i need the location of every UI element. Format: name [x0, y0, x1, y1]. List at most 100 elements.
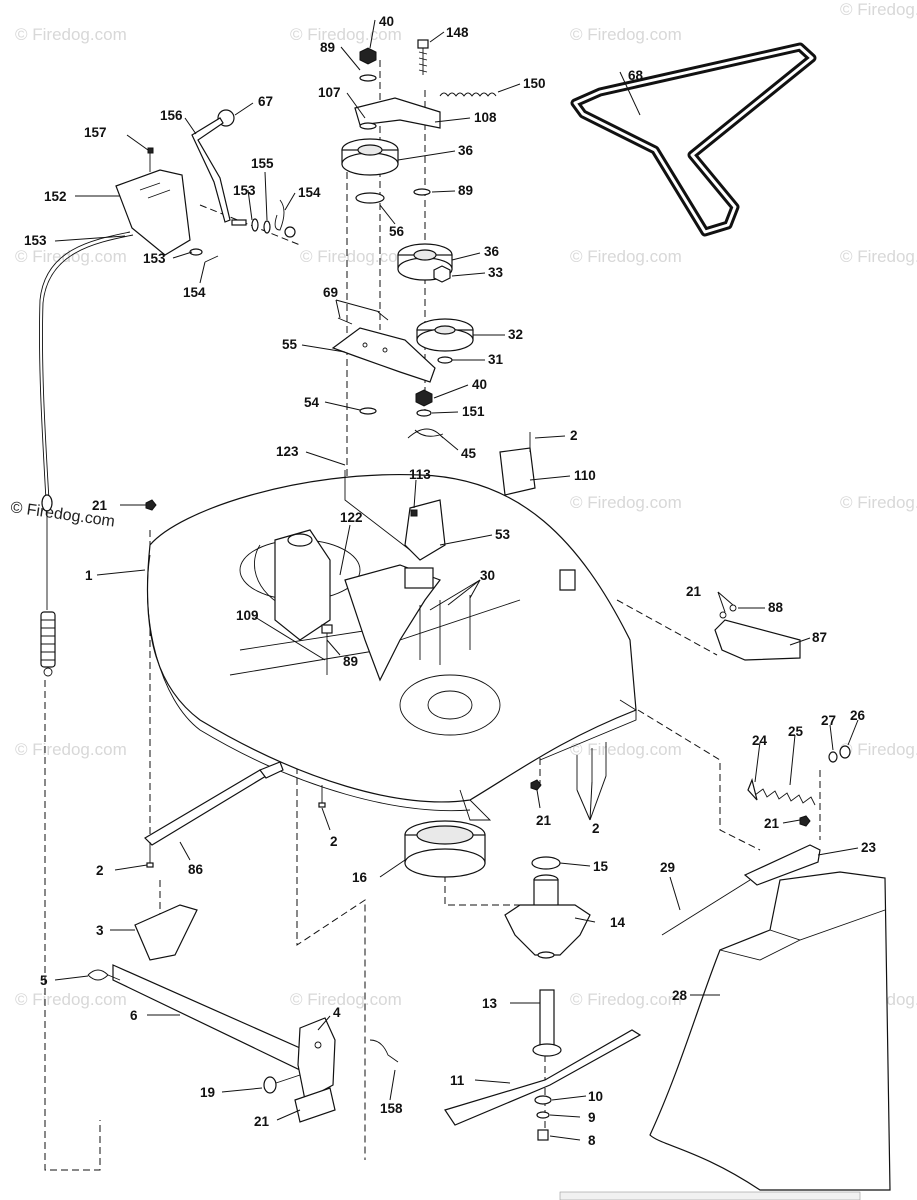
watermark: © Firedog.com	[570, 247, 682, 266]
watermark: © Firedog.com	[840, 247, 917, 266]
callout-28: 27	[821, 713, 836, 728]
callout-24: 24	[752, 733, 768, 748]
callout-155: 154	[298, 185, 321, 200]
callout-23: 23	[861, 840, 877, 855]
callout-109: 109	[236, 608, 259, 623]
callout-154: 154	[183, 285, 206, 300]
callout-11: 11	[450, 1073, 465, 1088]
callout-107: 107	[318, 85, 341, 100]
watermark: © Firedog.com	[15, 247, 127, 266]
callout-27: 28	[672, 988, 688, 1003]
callout-13: 13	[482, 996, 498, 1011]
callout-123: 123	[276, 444, 299, 459]
rod-123	[344, 470, 411, 551]
callout-151: 152	[44, 189, 67, 204]
callout-108: 108	[474, 110, 497, 125]
callout-2: 2	[570, 428, 578, 443]
callout-157: 156	[160, 108, 183, 123]
mower-deck	[146, 447, 637, 821]
edge-stub	[559, 1191, 861, 1200]
callout-14: 14	[610, 915, 626, 930]
callout-10: 10	[588, 1089, 603, 1104]
callout-19: 19	[200, 1085, 215, 1100]
callout-110: 110	[574, 468, 596, 483]
callout-150: 151	[462, 404, 485, 419]
callout-45: 45	[461, 446, 477, 461]
watermark: © Firedog.com	[15, 25, 127, 44]
callout-6: 6	[130, 1008, 138, 1023]
watermark: © Firedog.com	[570, 990, 682, 1009]
callout-36: 36	[458, 143, 474, 158]
callout-labels: 40 148 89 150 107 108 36 89 56 36 33 32 …	[24, 14, 877, 1148]
watermark: © Firedog.com	[300, 247, 412, 266]
callout-67: 67	[258, 94, 273, 109]
callout-87: 87	[812, 630, 827, 645]
callout-148: 150	[523, 76, 546, 91]
callout-1: 1	[85, 568, 93, 583]
callout-40: 40	[379, 14, 394, 29]
watermark: © Firedog.com	[840, 493, 917, 512]
idler-stack	[331, 39, 497, 439]
lift-linkage	[87, 761, 399, 1123]
callout-55: 55	[282, 337, 298, 352]
small-hardware	[145, 432, 607, 868]
callout-122: 122	[340, 510, 363, 525]
callout-69: 69	[323, 285, 338, 300]
callout-68: 68	[628, 68, 644, 83]
callout-88: 88	[768, 600, 784, 615]
callout-29: 29	[660, 860, 675, 875]
callout-3: 3	[96, 923, 104, 938]
callout-152: 153	[24, 233, 47, 248]
watermark: © Firedog.com	[570, 740, 682, 759]
callout-40: 40	[472, 377, 487, 392]
callout-86: 86	[188, 862, 204, 877]
spindle-assembly	[444, 856, 642, 1141]
belt-68	[570, 42, 817, 237]
watermark: © Firedog.com	[840, 740, 917, 759]
watermark: © Firedog.com	[15, 740, 127, 759]
watermark: © Firedog.com	[290, 25, 402, 44]
callout-153: 153	[143, 251, 166, 266]
callout-113: 113	[409, 467, 431, 482]
callout-16: 16	[352, 870, 368, 885]
callout-21: 21	[254, 1114, 270, 1129]
callout-56: 56	[389, 224, 405, 239]
callout-21: 21	[764, 816, 780, 831]
callout-153: 153	[233, 183, 256, 198]
callout-156: 155	[251, 156, 274, 171]
callout-89: 89	[320, 40, 335, 55]
callout-54: 54	[304, 395, 320, 410]
callout-25: 25	[788, 724, 804, 739]
callout-15: 15	[593, 859, 609, 874]
callout-4: 4	[333, 1005, 341, 1020]
watermark: © Firedog.com	[15, 990, 127, 1009]
callout-2: 2	[96, 863, 104, 878]
watermark: © Firedog.com	[840, 0, 917, 19]
callout-89: 89	[458, 183, 473, 198]
callout-21: 21	[686, 584, 702, 599]
callout-2: 2	[592, 821, 600, 836]
callout-21: 21	[92, 498, 108, 513]
right-parts	[649, 604, 891, 1191]
callout-158: 157	[84, 125, 107, 140]
callout-leaders	[54, 19, 859, 1141]
callout-26: 26	[850, 708, 866, 723]
callout-146: 148	[446, 25, 469, 40]
watermark: © Firedog.com	[570, 493, 682, 512]
callout-2: 2	[330, 834, 338, 849]
callout-30: 30	[480, 568, 495, 583]
callout-5: 5	[40, 973, 48, 988]
callout-9: 9	[588, 1110, 596, 1125]
callout-32: 32	[508, 327, 523, 342]
callout-31: 31	[488, 352, 504, 367]
callout-53: 53	[495, 527, 511, 542]
lever-assembly	[39, 109, 296, 677]
callout-36: 36	[484, 244, 500, 259]
callout-89: 89	[343, 654, 358, 669]
callout-33: 33	[488, 265, 504, 280]
callout-21: 21	[536, 813, 552, 828]
callout-149: 158	[380, 1101, 403, 1116]
watermark: © Firedog.com	[570, 25, 682, 44]
belt-guard-16	[404, 820, 486, 878]
